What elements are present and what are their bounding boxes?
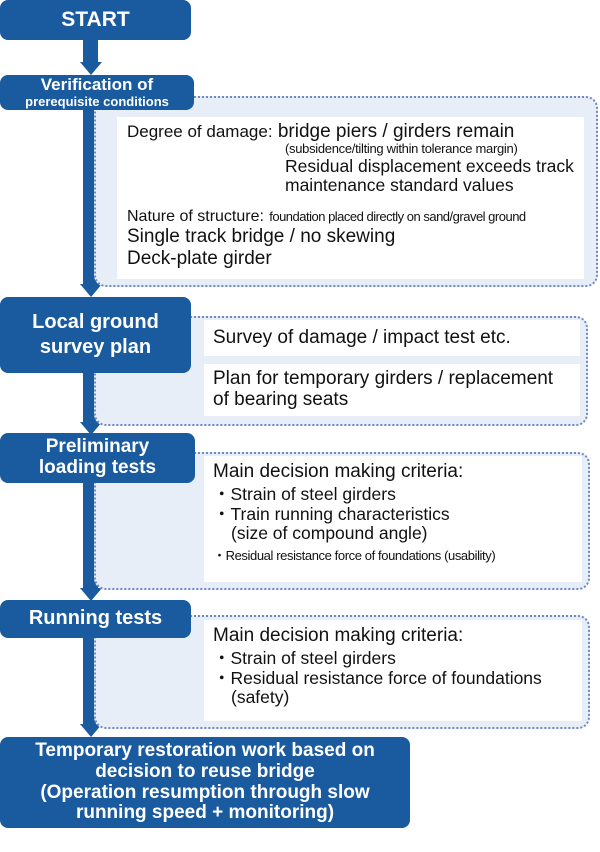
bullet: ・ (213, 667, 231, 688)
damage-note: (subsidence/tilting within tolerance mar… (285, 141, 518, 157)
bullet: ・ (213, 548, 226, 564)
damage-label: Degree of damage: (127, 122, 273, 141)
flow-arrowhead-2 (80, 284, 102, 297)
preliminary-item-1: Strain of steel girders (230, 484, 396, 505)
structure-label: Nature of structure: (127, 208, 264, 225)
running-item-1: Strain of steel girders (230, 648, 396, 669)
verification-label-line1: Verification of (40, 75, 154, 95)
structure-value: foundation placed directly on sand/grave… (269, 209, 526, 224)
residual-displacement-line2: maintenance standard values (285, 175, 514, 196)
verification-label-line2: prerequisite conditions (25, 93, 169, 109)
final-label-line2: decision to reuse bridge (95, 760, 315, 782)
running-criteria: Main decision making criteria: ・Strain o… (204, 620, 582, 721)
start-label: START (61, 7, 130, 31)
flow-arrowhead-5 (80, 724, 102, 737)
local-survey-step: Local ground survey plan (0, 297, 191, 373)
start-step: START (0, 0, 191, 40)
preliminary-label-line2: loading tests (38, 457, 157, 478)
running-item-2-line1: Residual resistance force of foundations (230, 667, 542, 688)
preliminary-criteria: Main decision making criteria: ・Strain o… (204, 456, 582, 582)
survey-item-1-text: Survey of damage / impact test etc. (213, 327, 511, 348)
residual-displacement-line1: Residual displacement exceeds track (285, 155, 574, 176)
flow-arrowhead-3 (80, 422, 102, 435)
preliminary-label-line1: Preliminary (45, 436, 150, 458)
running-tests-step: Running tests (0, 600, 191, 638)
bullet: ・ (213, 484, 231, 505)
preliminary-heading: Main decision making criteria: (213, 461, 464, 482)
flow-arrowhead-1 (80, 62, 102, 75)
preliminary-item-3: Residual resistance force of foundations… (225, 548, 496, 564)
deck-plate-note: Deck-plate girder (127, 247, 272, 269)
local-survey-label-line2: survey plan (39, 336, 152, 358)
flow-connector-1 (83, 40, 98, 63)
single-track-note: Single track bridge / no skewing (127, 226, 396, 248)
running-item-2-line2: (safety) (231, 687, 290, 708)
damage-value: bridge piers / girders remain (277, 121, 515, 142)
running-tests-label: Running tests (28, 607, 163, 630)
survey-item-1: Survey of damage / impact test etc. (204, 320, 580, 356)
survey-item-2: Plan for temporary girders / replacement… (204, 364, 580, 416)
preliminary-item-2-line2: (size of compound angle) (231, 523, 428, 544)
final-label-line4: running speed + monitoring) (75, 802, 335, 824)
survey-item-2-line2: of bearing seats (213, 389, 349, 411)
preliminary-item-2-line1: Train running characteristics (230, 503, 450, 524)
final-step: Temporary restoration work based on deci… (0, 737, 410, 828)
preliminary-step: Preliminary loading tests (0, 433, 195, 483)
final-label-line3: (Operation resumption through slow (40, 781, 370, 803)
running-heading: Main decision making criteria: (213, 625, 464, 646)
survey-item-2-line1: Plan for temporary girders / replacement (213, 368, 554, 389)
final-label-line1: Temporary restoration work based on (35, 739, 375, 761)
verification-details: Degree of damage: bridge piers / girders… (117, 117, 584, 279)
flow-arrowhead-4 (80, 588, 102, 601)
local-survey-label-line1: Local ground (32, 311, 159, 333)
bullet: ・ (213, 503, 231, 524)
bullet: ・ (213, 648, 231, 669)
verification-step: Verification of prerequisite conditions (0, 75, 194, 110)
